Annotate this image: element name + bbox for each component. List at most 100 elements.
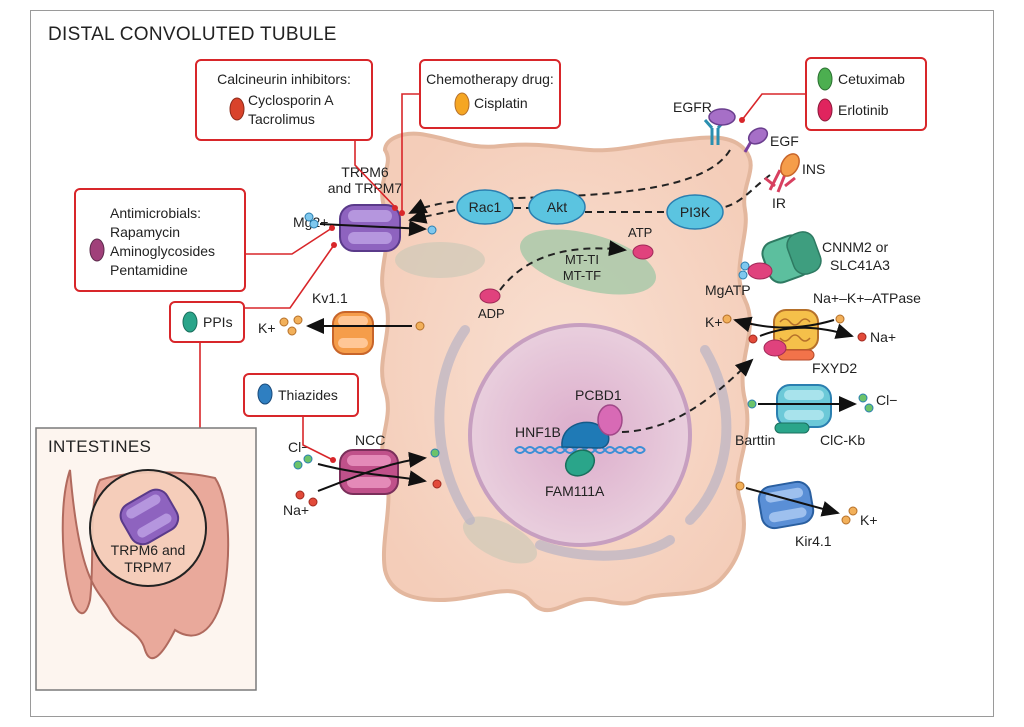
cl-cotransport-arrow: [317, 463, 427, 487]
diagram-title: DISTAL CONVOLUTED TUBULE: [48, 24, 337, 45]
adp-to-atp-arrow: [499, 240, 627, 291]
cl-ion-inside-icon: [430, 448, 440, 458]
k-ion-inside-icon: [735, 481, 745, 491]
drug-box-ppis: PPIs: [169, 301, 245, 343]
svg-text:PI3K: PI3K: [680, 204, 711, 220]
barttin-subunit-icon: [774, 422, 810, 434]
label-mgatp: MgATP: [705, 282, 751, 298]
drug-box-thiazides: Thiazides: [243, 373, 359, 417]
label-slc41a3: SLC41A3: [830, 257, 890, 273]
drug-cetuximab: Cetuximab: [838, 71, 905, 87]
fxyd2-subunit-icon: [763, 339, 815, 361]
egf-ligand-icon: [743, 127, 769, 153]
k-ion-icon: [293, 315, 303, 325]
label-k-plus-nka: K+: [705, 314, 723, 330]
thiazide-target-dot: [330, 457, 336, 463]
fam111a-protein-icon: [564, 449, 596, 477]
drug-pentamidine: Pentamidine: [110, 262, 188, 278]
k-ion-icon: [722, 314, 732, 324]
label-na-plus-ncc: Na+: [283, 502, 309, 518]
intestines-title: INTESTINES: [48, 437, 151, 456]
cetuximab-pill-icon: [817, 67, 833, 91]
mg-ion-icon: [738, 270, 748, 280]
antimicrobial-target-dot: [329, 225, 335, 231]
endoplasmic-reticulum-bottom: [535, 535, 675, 561]
calcineurin-leader-line: [354, 140, 396, 208]
svg-text:Akt: Akt: [547, 199, 567, 215]
egfr-drug-leader-line: [741, 93, 806, 121]
label-cl-minus-ncc: Cl−: [288, 439, 309, 455]
label-k-plus-kv: K+: [258, 320, 276, 336]
label-and-trpm7: and TRPM7: [328, 180, 403, 196]
cisplatin-leader-line: [401, 93, 420, 213]
k-ion-inside-icon: [415, 321, 425, 331]
label-intestinal-trpm6: TRPM6 and: [111, 542, 186, 558]
mg-ion-icon: [740, 261, 750, 271]
label-cnnm2: CNNM2 or: [822, 239, 888, 255]
label-k-plus-kir: K+: [860, 512, 878, 528]
chemotherapy-heading: Chemotherapy drug:: [426, 71, 554, 87]
cisplatin-pill-icon: [454, 92, 470, 116]
drug-box-antimicrobials: Antimicrobials: Rapamycin Aminoglycoside…: [74, 188, 246, 292]
signal-node-akt: Akt: [528, 189, 586, 225]
label-intestinal-trpm7: TRPM7: [124, 559, 172, 575]
cl-ion-outside-icon: [864, 403, 874, 413]
cl-ion-outside-icon: [858, 393, 868, 403]
kir4-1-channel-icon: [757, 480, 815, 530]
thiazide-pill-icon: [257, 383, 273, 405]
cnnm2-transporter-icon: [761, 231, 822, 284]
drug-tacrolimus: Tacrolimus: [248, 111, 315, 127]
label-fam111a: FAM111A: [545, 483, 605, 499]
endoplasmic-reticulum-right: [685, 345, 732, 525]
mg-ion-icon: [309, 219, 319, 229]
mitochondrion-lower: [462, 516, 538, 564]
insulin-ligand-icon: [780, 153, 800, 177]
cl-ion-inside-icon: [747, 399, 757, 409]
na-ion-outside-icon: [857, 332, 867, 342]
mg-ion-icon: [304, 212, 314, 222]
erlotinib-pill-icon: [817, 98, 833, 122]
calcineurin-target-dot: [392, 205, 398, 211]
pcbd1-protein-icon: [597, 404, 623, 436]
label-egf: EGF: [770, 133, 799, 149]
label-atp: ATP: [628, 225, 652, 240]
mg-transport-arrow: [319, 220, 427, 237]
k-ion-icon: [279, 317, 289, 327]
adp-molecule-icon: [479, 288, 501, 304]
egfr-target-dot: [739, 117, 745, 123]
label-na-plus-nka: Na+: [870, 329, 896, 345]
label-kir4-1: Kir4.1: [795, 533, 832, 549]
mg-ion-inside-icon: [427, 225, 437, 235]
na-extrusion-arrow: [759, 323, 854, 339]
antimicrobial-pill-icon: [89, 238, 105, 262]
thiazide-leader-line: [302, 416, 334, 461]
k-ion-icon: [287, 326, 297, 336]
na-k-atpase-pump-icon: [773, 309, 819, 351]
signal-node-rac1: Rac1: [456, 189, 514, 225]
label-fxyd2: FXYD2: [812, 360, 857, 376]
antimicrobial-leader-line: [245, 227, 333, 255]
k-ion-outside-icon: [848, 506, 858, 516]
na-cotransport-arrow: [317, 451, 427, 492]
label-barttin: Barttin: [735, 432, 775, 448]
drug-thiazides: Thiazides: [278, 387, 338, 403]
label-mt-ti: MT-TI: [565, 252, 599, 267]
drug-erlotinib: Erlotinib: [838, 102, 889, 118]
label-pcbd1: PCBD1: [575, 387, 622, 403]
drug-aminoglycosides: Aminoglycosides: [110, 243, 215, 259]
nucleus-to-fxyd2-arrow: [621, 358, 754, 433]
drug-cyclosporin-a: Cyclosporin A: [248, 92, 334, 108]
mitochondrion-inactive: [395, 242, 485, 278]
k-ion-outside-icon: [835, 314, 845, 324]
egfr-receptor-icon: [703, 108, 736, 145]
na-ion-icon: [308, 497, 318, 507]
cl-ion-icon: [293, 460, 303, 470]
label-hnf1b: HNF1B: [515, 424, 561, 440]
label-clc-kb: ClC-Kb: [820, 432, 865, 448]
clc-kb-channel-icon: [776, 384, 832, 428]
label-kv1-1: Kv1.1: [312, 290, 348, 306]
label-ncc: NCC: [355, 432, 385, 448]
label-na-k-atpase: Na+–K+–ATPase: [813, 290, 921, 306]
signal-node-pi3k: PI3K: [666, 194, 724, 230]
